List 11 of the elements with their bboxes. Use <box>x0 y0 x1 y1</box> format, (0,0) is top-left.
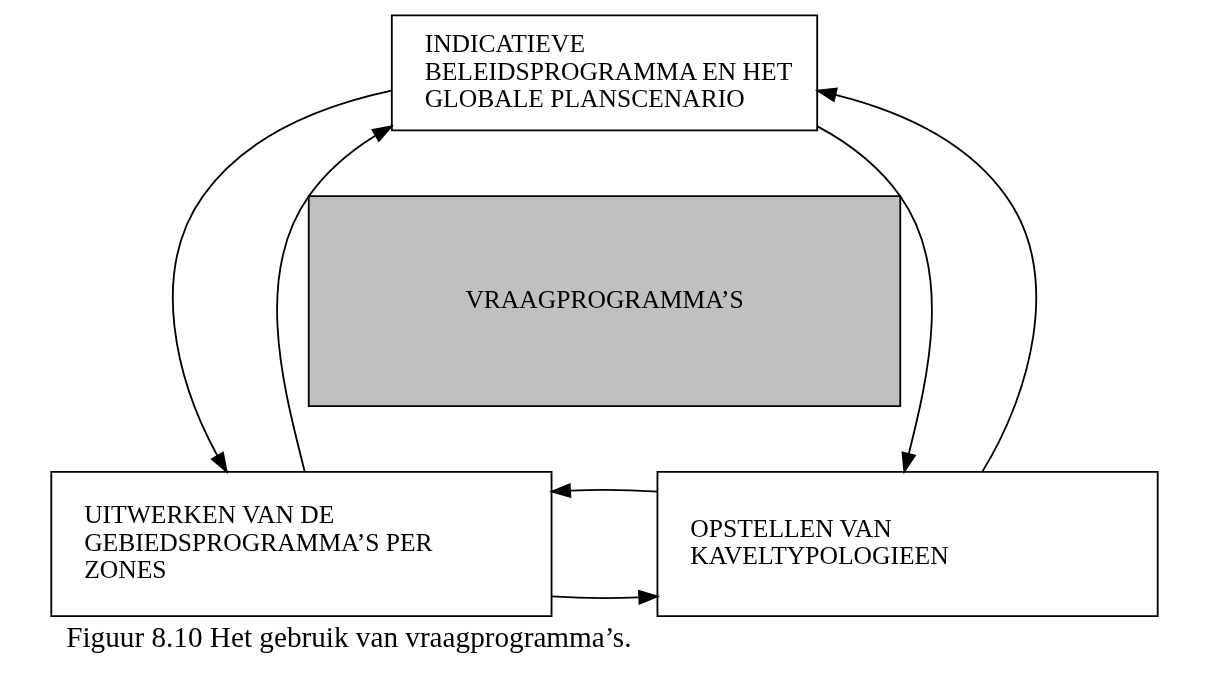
arrow <box>550 589 661 606</box>
caption: Figuur 8.10 Het gebruik van vraagprogramma’s. <box>66 620 632 653</box>
node-box: VRAAGPROGRAMMA’S <box>307 195 902 408</box>
arrow <box>171 89 393 474</box>
arrow <box>276 125 394 473</box>
arrow <box>816 125 933 475</box>
arrow <box>814 87 1037 473</box>
arrow <box>549 482 659 499</box>
node-box: UITWERKEN VAN DE GEBIEDSPROGRAMMA’S PER ZONES <box>50 470 553 617</box>
node-box: OPSTELLEN VAN KAVELTYPOLOGIEEN <box>656 470 1159 617</box>
node-box: INDICATIEVE BELEIDSPROGRAMMA EN HET GLOBALE PLANSCENARIO <box>390 14 819 132</box>
